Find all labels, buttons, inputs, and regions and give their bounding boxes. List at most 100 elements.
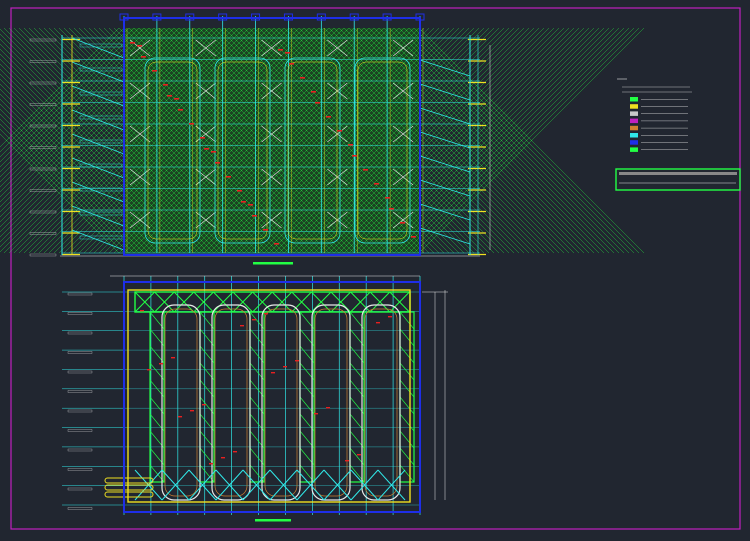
circulation-loop [314,308,348,497]
hatch-line [363,27,590,254]
truss-diagonal [399,328,415,347]
red-marker [147,369,151,371]
red-marker [315,102,320,104]
hatch-line [288,27,515,254]
red-marker [264,313,268,315]
red-marker [411,236,416,238]
legend-panel [615,78,741,191]
legend-swatch [630,125,638,131]
x-brace [327,82,348,100]
ramp-label-box [79,235,123,240]
red-marker [337,130,342,132]
red-marker [221,457,225,459]
red-marker [389,208,394,210]
red-marker [248,204,253,206]
x-brace [327,211,348,229]
truss-diagonal [399,464,415,483]
ramp-stub [104,477,154,484]
red-marker [271,372,275,374]
x-brace [327,125,348,143]
red-marker [348,144,353,146]
legend-swatch [630,118,638,124]
red-marker [289,63,294,65]
bottom-brace [323,469,352,501]
red-marker [140,310,144,312]
hatch-line [318,27,545,254]
hatch-line [0,123,130,254]
circulation-loop [287,61,338,240]
level-tag [29,38,57,42]
ramp-line [419,155,471,173]
upper-floor-plan [0,13,645,265]
red-marker [240,325,244,327]
x-brace [129,125,151,143]
level-tag [67,409,93,413]
circulation-loop [211,304,251,501]
legend-swatch [630,97,638,102]
hatch-line [293,27,520,254]
legend-swatch [630,104,638,109]
ramp-line [419,179,471,197]
hatch-line [393,27,620,254]
red-marker [200,137,205,139]
hatch-line [0,118,135,254]
hatch-line [323,27,550,254]
x-brace [129,39,151,57]
level-tag [67,507,93,510]
ramp-label-box [79,67,123,72]
ramp-line [71,61,125,83]
legend-swatch [630,133,638,138]
level-tag [29,103,57,106]
hatch-line [328,27,555,254]
red-marker [226,176,231,178]
truss-diagonal [389,291,410,313]
circulation-loop [161,304,201,501]
legend-swatch [630,147,638,152]
red-marker [167,95,172,97]
hatch-line [313,27,540,254]
truss-diagonal [252,291,273,313]
bottom-brace [377,469,406,501]
truss-diagonal [399,345,415,364]
red-marker [202,404,206,406]
hatch-line [373,27,600,254]
red-marker [190,410,194,412]
level-tag [29,60,57,63]
ramp-label-box [79,187,123,192]
circulation-loop [144,57,201,244]
red-marker [352,155,357,157]
circulation-loop [357,61,408,240]
level-tag [29,189,57,192]
bottom-brace [242,469,271,501]
red-marker [283,366,287,368]
red-marker [357,454,361,456]
hatch-line [368,27,595,254]
red-marker [345,460,349,462]
level-tag [67,370,93,374]
truss-diagonal [350,291,371,313]
circulation-loop [264,308,298,497]
ramp-label-box [79,115,123,120]
lower-plan-title-bar [255,519,291,522]
hatch-line [273,27,500,254]
ramp-label-box [79,211,123,216]
hatch-line [378,27,605,254]
x-brace [327,168,348,186]
red-marker [385,197,390,199]
hatch-line [383,27,610,254]
upper-plan-ramp-lines [61,35,479,255]
red-marker [295,360,299,362]
circulation-loop [354,57,411,244]
red-marker [141,56,146,58]
red-marker [178,109,183,111]
x-brace [129,82,151,100]
circulation-loop [147,61,198,240]
x-brace [261,82,282,100]
hatch-line [358,27,585,254]
hatch-line [0,27,130,158]
red-marker [163,84,168,86]
lower-plan-structural-grid [62,276,421,515]
truss-diagonal [399,413,415,432]
red-marker [209,463,213,465]
